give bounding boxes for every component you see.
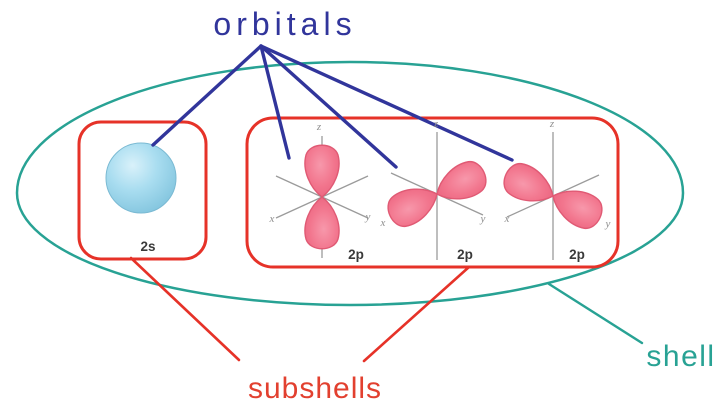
py-axis-label-y: y [605, 218, 611, 230]
py-lower-lobe [545, 179, 608, 235]
py-upper-lobe [498, 157, 561, 213]
s-subshell-box [77, 120, 208, 261]
subshells-pointer-line-2s [129, 256, 241, 362]
shell-label: shell [646, 340, 715, 373]
px-axis-label-z: z [433, 118, 439, 130]
orbitals-label: orbitals [213, 6, 356, 42]
orbital-label-2p-1: 2p [348, 247, 364, 262]
py-orbital [498, 132, 608, 260]
orbitals-pointer-line-pz [259, 44, 291, 160]
py-axis-label-x: x [504, 213, 510, 225]
subshells-label: subshells [248, 372, 382, 405]
pz-axis-label-z: z [316, 121, 322, 133]
orbital-label-2p-3: 2p [569, 247, 585, 262]
px-axis-label-x: x [380, 217, 386, 229]
py-axis-label-z: z [549, 118, 555, 130]
px-upper-lobe [429, 155, 492, 211]
orbitals-pointer-lines [151, 44, 514, 169]
shell-pointer-line [547, 282, 644, 345]
p-subshell-box [245, 116, 620, 269]
px-axis-label-y: y [480, 213, 486, 225]
pz-lower-lobe [304, 196, 340, 250]
orbitals-pointer-line-2s [151, 44, 263, 147]
pz-axis-label-y: y [365, 211, 371, 223]
pz-upper-lobe [304, 144, 340, 198]
s-orbital-sphere [105, 142, 177, 214]
subshells-pointer-line-2p [362, 265, 471, 363]
px-lower-lobe [382, 177, 445, 233]
px-orbital [382, 132, 492, 260]
pz-axis-label-x: x [269, 213, 275, 225]
orbitals-pointer-line-px [259, 44, 398, 169]
shell-ellipse [15, 60, 685, 307]
pz-orbital [275, 136, 369, 258]
orbitals-pointer-line-py [259, 44, 514, 162]
orbital-label-2s: 2s [140, 239, 155, 254]
orbital-label-2p-2: 2p [457, 247, 473, 262]
